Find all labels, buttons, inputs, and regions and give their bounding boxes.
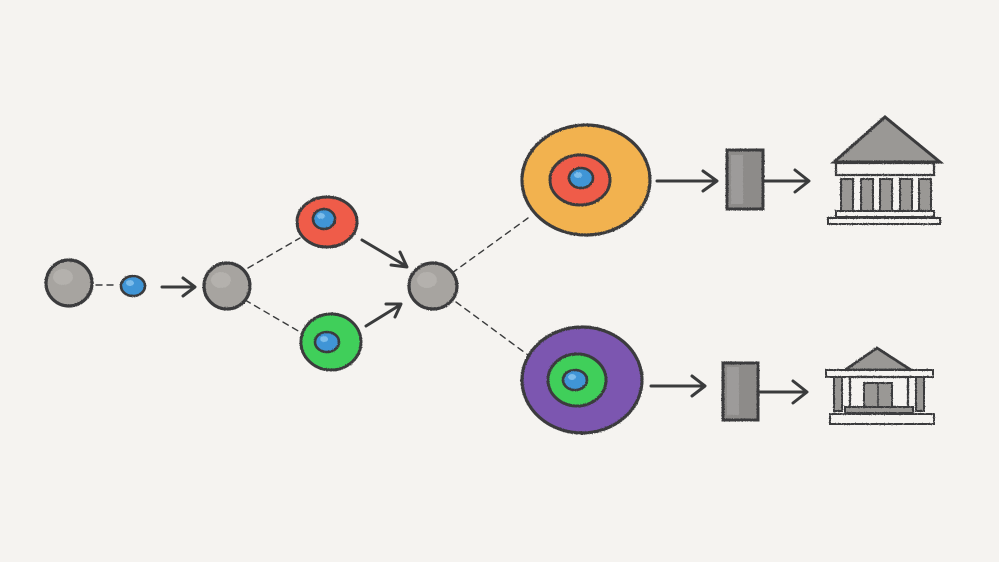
arrows (160, 168, 811, 405)
dashed-connectors (95, 217, 529, 356)
arrow-blue-to-node1 (160, 276, 197, 298)
purple-green-cell (520, 325, 644, 435)
red-cell (295, 195, 359, 249)
connector-node1-to-red (247, 237, 301, 269)
small-bank-building-icon (825, 346, 935, 425)
arrow-orange-to-block (655, 169, 719, 193)
arrow-purple-to-block (649, 374, 707, 398)
merge-gray-node-2 (407, 261, 459, 311)
connector-node1-to-green (244, 299, 301, 333)
free-blue-core (119, 274, 147, 298)
green-cell (299, 312, 363, 372)
orange-red-cell (520, 123, 652, 237)
arrow-red-to-node2 (360, 238, 409, 269)
gate-block-icon (721, 361, 760, 422)
gate-block-icon (725, 148, 765, 211)
bank-building-icon (827, 115, 945, 225)
connector-node2-to-purple (455, 301, 529, 356)
arrow-green-to-node2 (364, 302, 403, 328)
merge-gray-node-1 (202, 261, 252, 311)
start-gray-node (44, 258, 94, 308)
connector-node2-to-orange (451, 217, 529, 274)
